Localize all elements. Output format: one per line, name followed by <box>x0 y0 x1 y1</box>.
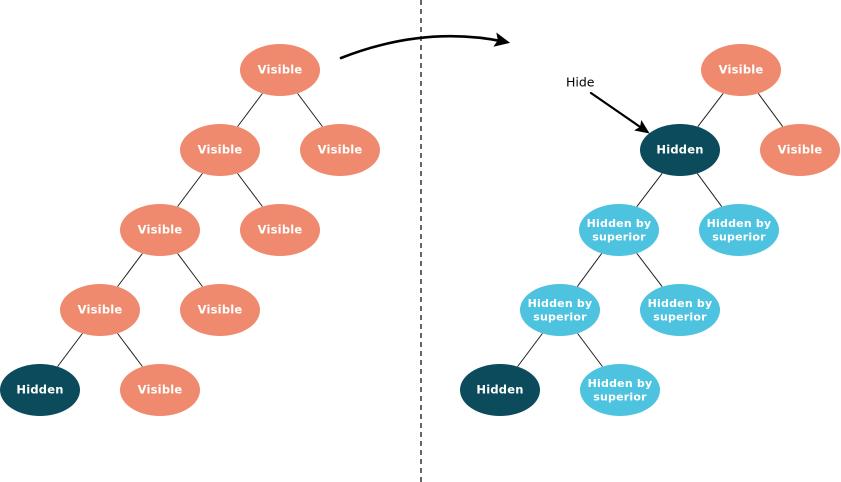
node-ellipse <box>579 204 659 256</box>
node-label: Visible <box>198 143 243 157</box>
node-ellipse <box>460 364 540 416</box>
node-ellipse <box>60 284 140 336</box>
tree-node-visible[interactable]: Visible <box>240 44 320 96</box>
node-ellipse <box>760 124 840 176</box>
tree-edge <box>696 173 723 207</box>
hide-label: Hide <box>566 75 595 90</box>
tree-edge <box>576 253 603 287</box>
node-label: Visible <box>198 303 243 317</box>
node-ellipse <box>640 124 720 176</box>
tree-node-hidden[interactable]: Hidden <box>460 364 540 416</box>
node-ellipse <box>300 124 380 176</box>
node-label: Visible <box>318 143 363 157</box>
tree-edge <box>237 93 263 127</box>
tree-edge <box>697 92 724 128</box>
node-ellipse <box>701 44 781 96</box>
transition-arrow <box>339 32 511 60</box>
node-ellipse <box>180 124 260 176</box>
node-ellipse <box>580 364 660 416</box>
right-tree-edges <box>517 92 784 367</box>
tree-node-visible[interactable]: Visible <box>180 124 260 176</box>
tree-edge <box>117 253 143 287</box>
tree-edge <box>57 333 83 367</box>
tree-node-visible[interactable]: Visible <box>701 44 781 96</box>
node-ellipse <box>699 204 779 256</box>
tree-node-visible[interactable]: Visible <box>760 124 840 176</box>
node-label: Hidden <box>476 383 523 397</box>
tree-node-hidden[interactable]: Hidden <box>640 124 720 176</box>
tree-node-visible[interactable]: Visible <box>180 284 260 336</box>
left-tree-edges <box>57 93 323 367</box>
node-ellipse <box>240 204 320 256</box>
node-label: Visible <box>258 63 303 77</box>
tree-node-visible[interactable]: Visible <box>120 204 200 256</box>
tree-node-visible[interactable]: Visible <box>300 124 380 176</box>
node-ellipse <box>240 44 320 96</box>
node-ellipse <box>120 204 200 256</box>
node-label: Visible <box>258 223 303 237</box>
node-label: Visible <box>719 63 764 77</box>
tree-edge <box>577 333 603 367</box>
node-label: Hidden <box>656 143 703 157</box>
tree-edge <box>177 253 203 287</box>
node-ellipse <box>0 364 80 416</box>
tree-edge <box>117 333 143 367</box>
tree-edge <box>297 93 323 127</box>
tree-edge <box>757 93 784 127</box>
tree-edge <box>636 172 663 208</box>
node-ellipse <box>120 364 200 416</box>
tree-node-visible[interactable]: Visible <box>60 284 140 336</box>
node-ellipse <box>640 284 720 336</box>
tree-edge <box>517 333 543 367</box>
tree-edge <box>636 252 663 288</box>
tree-node-visible[interactable]: Visible <box>120 364 200 416</box>
tree-edge <box>237 173 263 207</box>
node-label: Visible <box>778 143 823 157</box>
node-label: Visible <box>78 303 123 317</box>
node-ellipse <box>180 284 260 336</box>
tree-node-hidden[interactable]: Hidden <box>0 364 80 416</box>
tree-edge <box>177 173 203 207</box>
node-ellipse <box>520 284 600 336</box>
node-label: Hidden <box>16 383 63 397</box>
tree-node-visible[interactable]: Visible <box>240 204 320 256</box>
node-label: Visible <box>138 223 183 237</box>
node-label: Visible <box>138 383 183 397</box>
hide-arrow-icon <box>589 91 650 134</box>
